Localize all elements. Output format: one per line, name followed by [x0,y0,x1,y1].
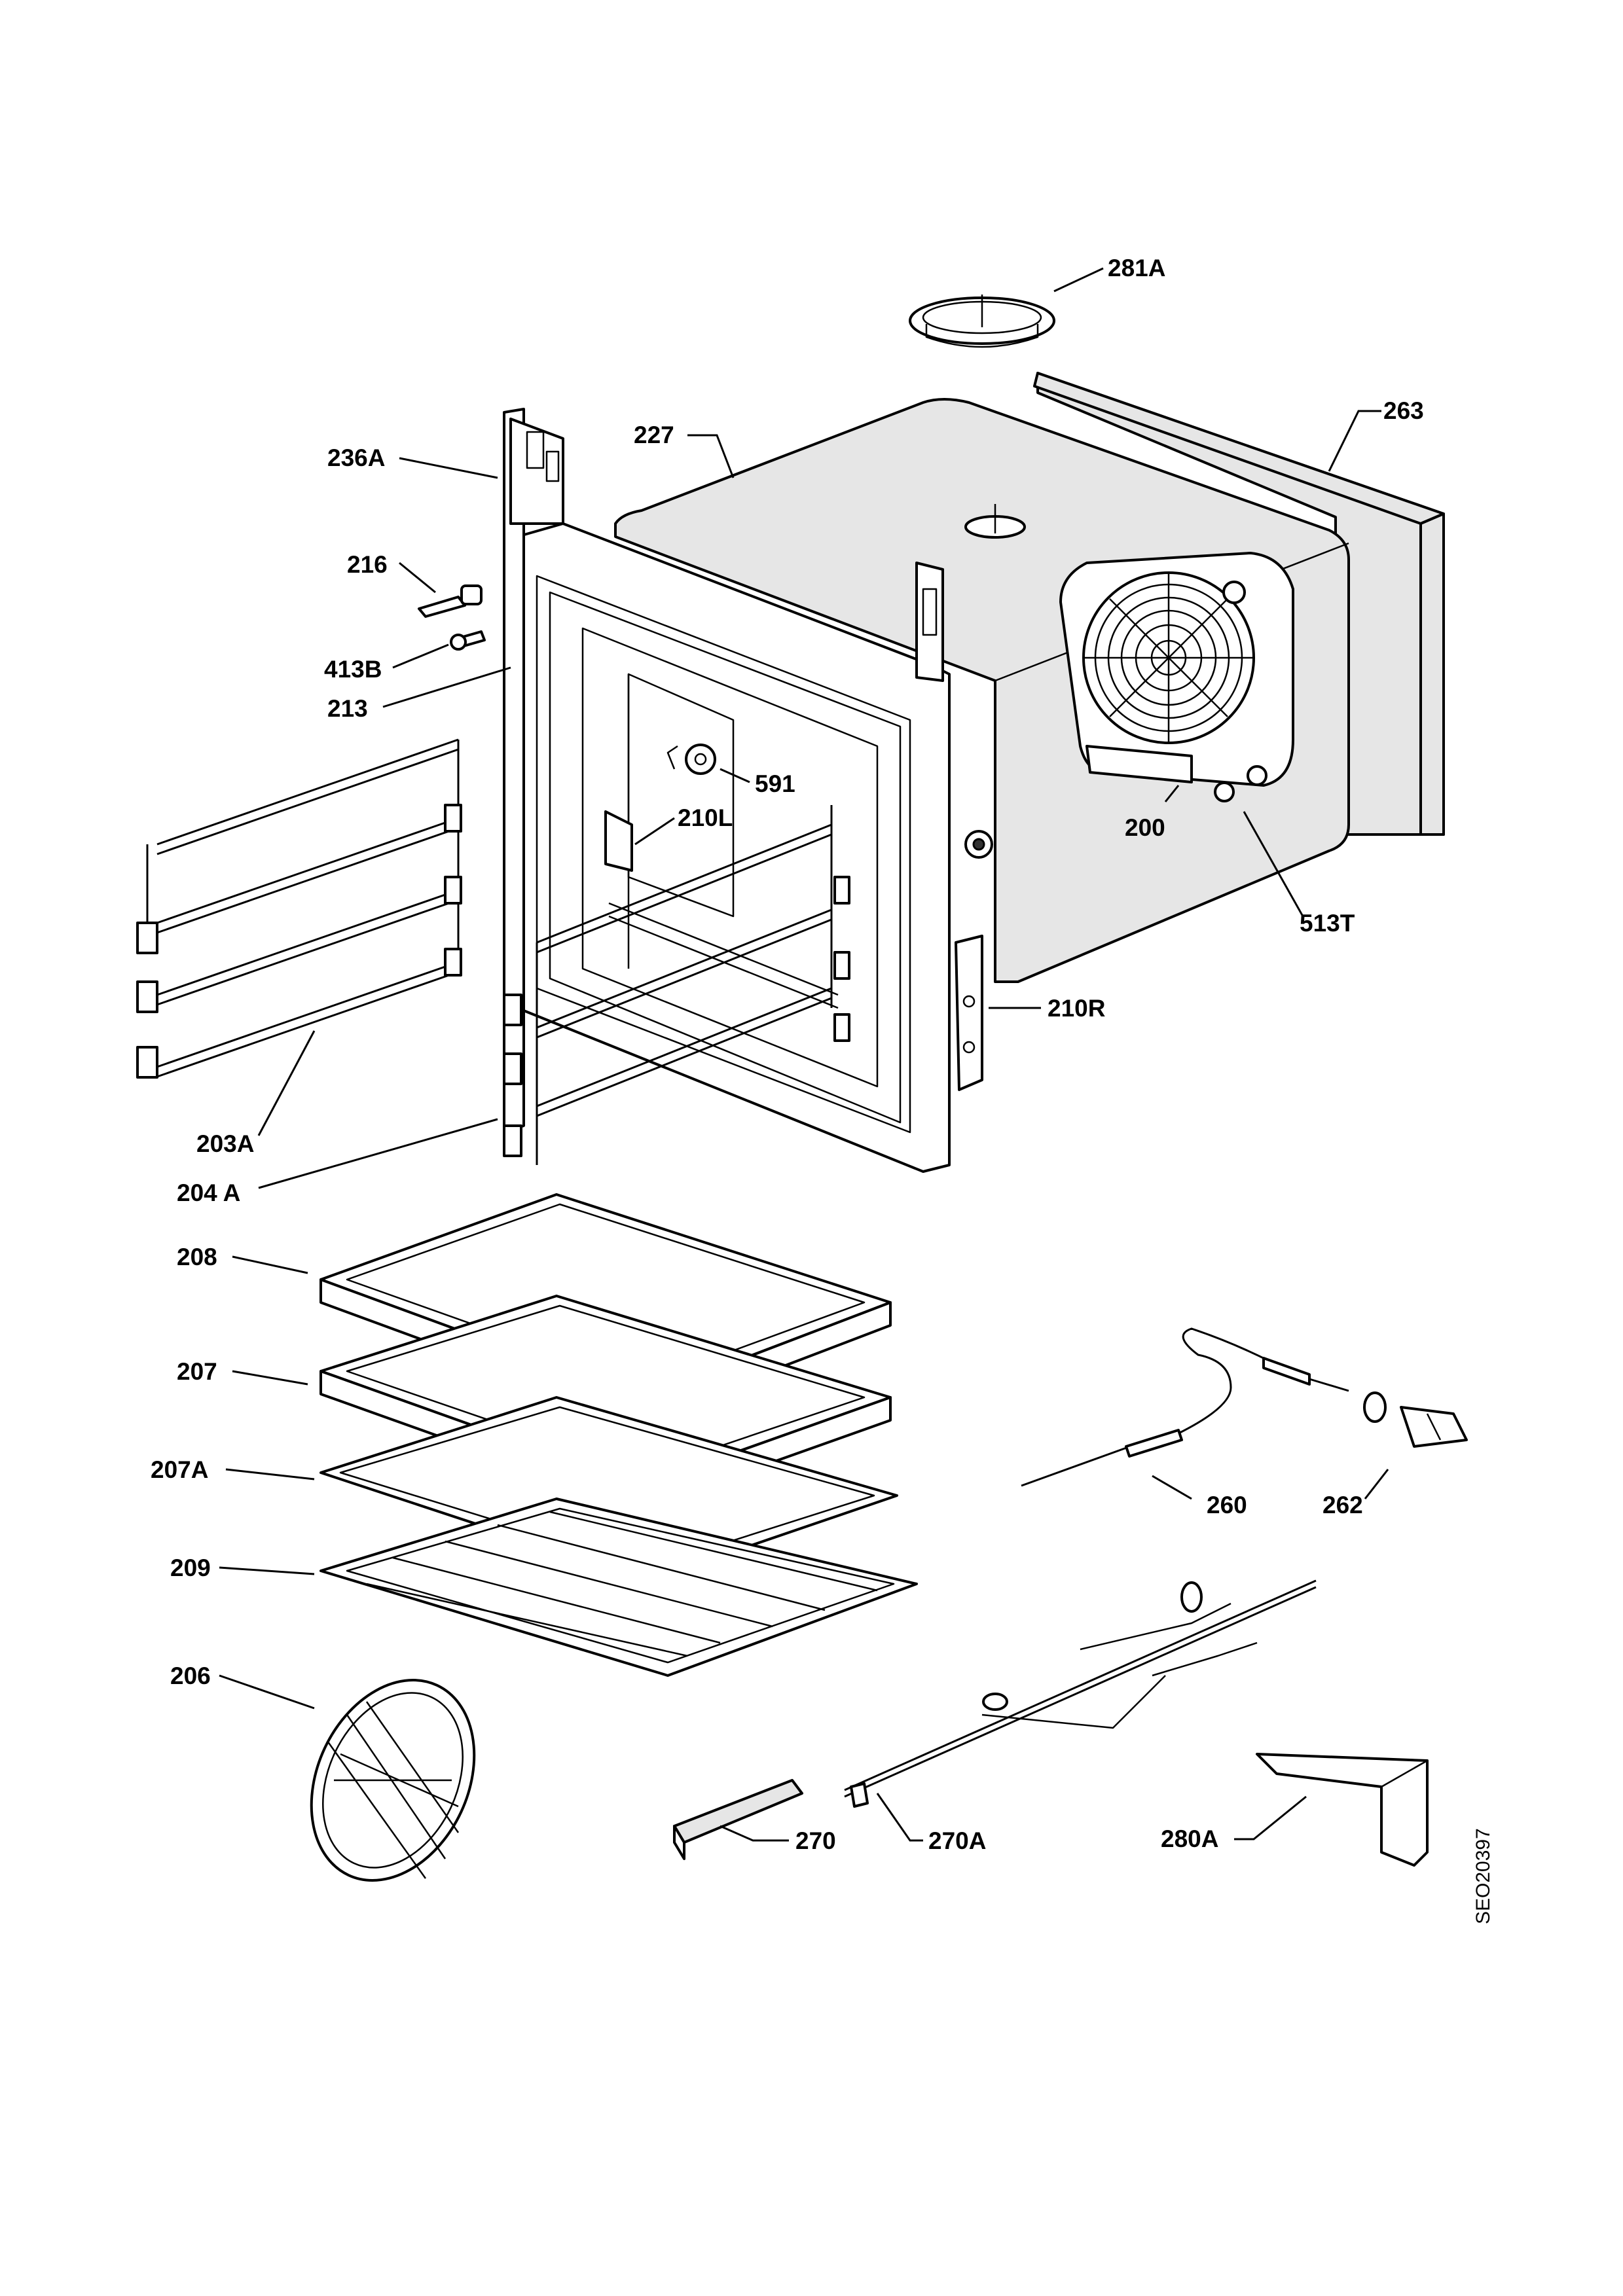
label-591: 591 [755,770,795,797]
front-frame-213 [516,522,951,1173]
label-236A: 236A [327,444,385,471]
label-210R: 210R [1048,995,1105,1022]
label-281A: 281A [1108,255,1165,281]
label-270A: 270A [928,1827,986,1854]
label-204A: 204 A [177,1179,240,1206]
rotisserie-spit-270A [844,1579,1317,1808]
label-208: 208 [177,1244,217,1270]
meat-probe-260 [1021,1327,1349,1487]
label-513T: 513T [1300,910,1355,937]
label-280A: 280A [1161,1825,1218,1852]
probe-socket-262 [1363,1391,1468,1448]
wire-rack-209 [319,1498,918,1677]
label-260: 260 [1207,1492,1247,1518]
handle-270 [673,1779,803,1860]
bracket-280A [1256,1753,1429,1867]
label-203A: 203A [196,1130,254,1157]
leader-lines [219,267,1389,1842]
washer-591 [666,744,716,775]
label-207: 207 [177,1358,217,1385]
label-210L: 210L [678,804,733,831]
label-207A: 207A [151,1456,208,1483]
grease-filter-206 [310,1679,476,1882]
drawing-code: SEO20397 [1472,1828,1494,1924]
pin-413B [450,630,486,651]
label-227: 227 [634,422,674,448]
screw-216 [418,584,483,618]
label-262: 262 [1322,1492,1363,1518]
label-213: 213 [327,695,368,722]
label-209: 209 [170,1554,211,1581]
label-263: 263 [1383,397,1424,424]
element-281A [909,295,1055,348]
side-runner-204A [503,805,850,1165]
shelf-support-210R [955,935,983,1091]
label-216: 216 [347,551,388,578]
label-206: 206 [170,1662,211,1689]
shelf-support-210L [604,810,633,872]
label-200: 200 [1125,814,1165,841]
label-413B: 413B [324,656,382,683]
part-labels: 281A 227 263 236A 216 413B 213 591 210L … [151,255,1424,1854]
label-270: 270 [795,1827,836,1854]
oven-cavity-227 [614,398,1350,983]
wire-runners-203A [136,738,462,1079]
hinge-bracket-236A [503,408,944,1134]
